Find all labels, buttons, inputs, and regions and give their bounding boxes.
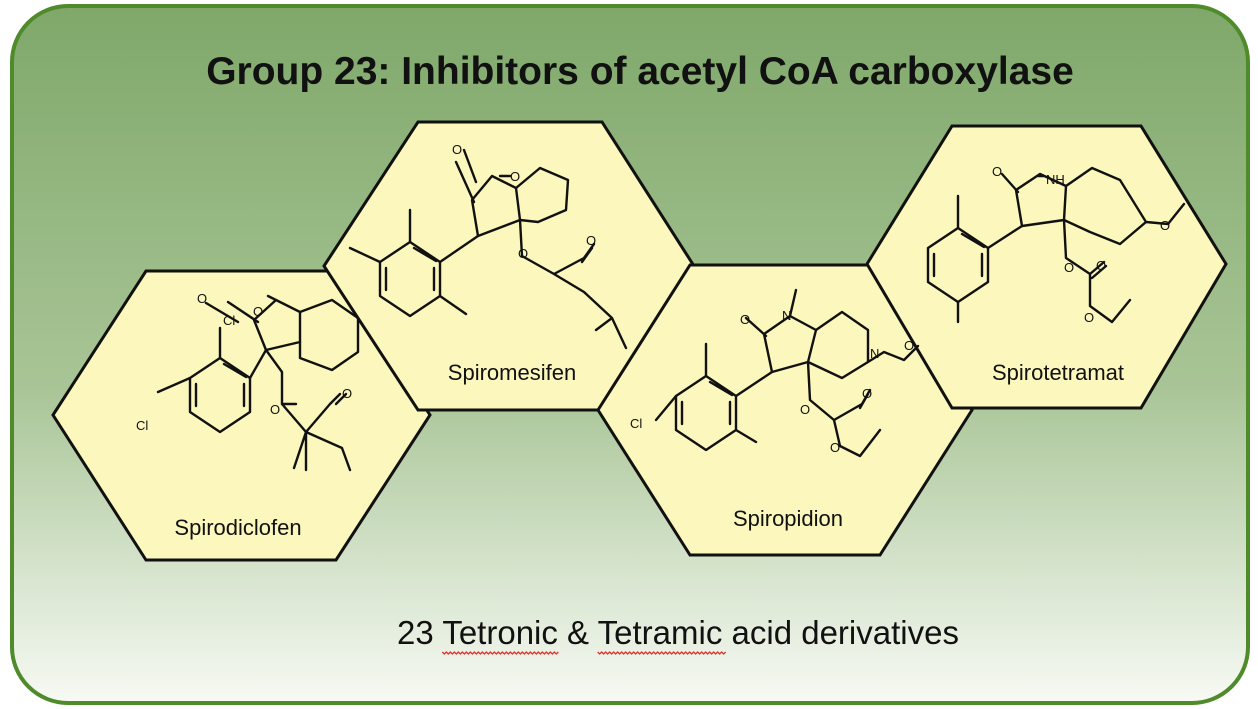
atom-label: O bbox=[518, 246, 528, 261]
footer-part: 23 bbox=[397, 614, 442, 651]
spellcheck-underline bbox=[441, 651, 559, 655]
compound-name-spiropidion: Spiropidion bbox=[733, 506, 843, 531]
hexagon-spirodiclofen bbox=[51, 269, 432, 562]
atom-label: O bbox=[1064, 260, 1074, 275]
footer-word-tetronic: Tetronic bbox=[442, 614, 558, 651]
structure-spiromesifen: O O O O bbox=[348, 142, 628, 350]
atom-label: O bbox=[1160, 218, 1170, 233]
atom-label: N bbox=[870, 346, 879, 361]
atom-label: O bbox=[1096, 258, 1106, 273]
atom-label: O bbox=[586, 233, 596, 248]
hexagon-spirotetramat bbox=[865, 124, 1228, 410]
atom-label: Cl bbox=[223, 313, 235, 328]
atom-label: O bbox=[800, 402, 810, 417]
atom-label: O bbox=[253, 304, 263, 319]
atom-label: Cl bbox=[630, 416, 642, 431]
structure-spiropidion: O N N O Cl O O O bbox=[630, 288, 920, 458]
footer-caption: 23 Tetronic & Tetramic acid derivatives bbox=[397, 614, 959, 651]
compound-name-spirotetramat: Spirotetramat bbox=[992, 360, 1124, 385]
atom-label: O bbox=[740, 312, 750, 327]
atom-label: O bbox=[270, 402, 280, 417]
atom-label: O bbox=[510, 169, 520, 184]
footer-word-tetramic: Tetramic bbox=[598, 614, 723, 651]
footer-part: acid derivatives bbox=[722, 614, 959, 651]
atom-label: N bbox=[782, 308, 791, 323]
atom-label: O bbox=[904, 338, 914, 353]
atom-label: O bbox=[1084, 310, 1094, 325]
atom-label: O bbox=[197, 291, 207, 306]
spellcheck-underlines bbox=[441, 651, 727, 655]
footer-part: & bbox=[558, 614, 598, 651]
atom-label: O bbox=[342, 386, 352, 401]
structure-spirotetramat: O NH O O O O bbox=[926, 164, 1186, 325]
structure-spirodiclofen: O O Cl Cl O O bbox=[136, 291, 360, 472]
atom-label: O bbox=[992, 164, 1002, 179]
atom-label: O bbox=[452, 142, 462, 157]
atom-label: O bbox=[862, 386, 872, 401]
atom-label: O bbox=[830, 440, 840, 455]
atom-label: Cl bbox=[136, 418, 148, 433]
compound-name-spiromesifen: Spiromesifen bbox=[448, 360, 576, 385]
hexagon-spiropidion bbox=[596, 263, 974, 557]
hexagon-layer bbox=[51, 120, 1228, 562]
atom-label: NH bbox=[1046, 172, 1065, 187]
compound-name-spirodiclofen: Spirodiclofen bbox=[174, 515, 301, 540]
spellcheck-underline bbox=[597, 651, 727, 655]
panel-title: Group 23: Inhibitors of acetyl CoA carbo… bbox=[206, 50, 1074, 93]
